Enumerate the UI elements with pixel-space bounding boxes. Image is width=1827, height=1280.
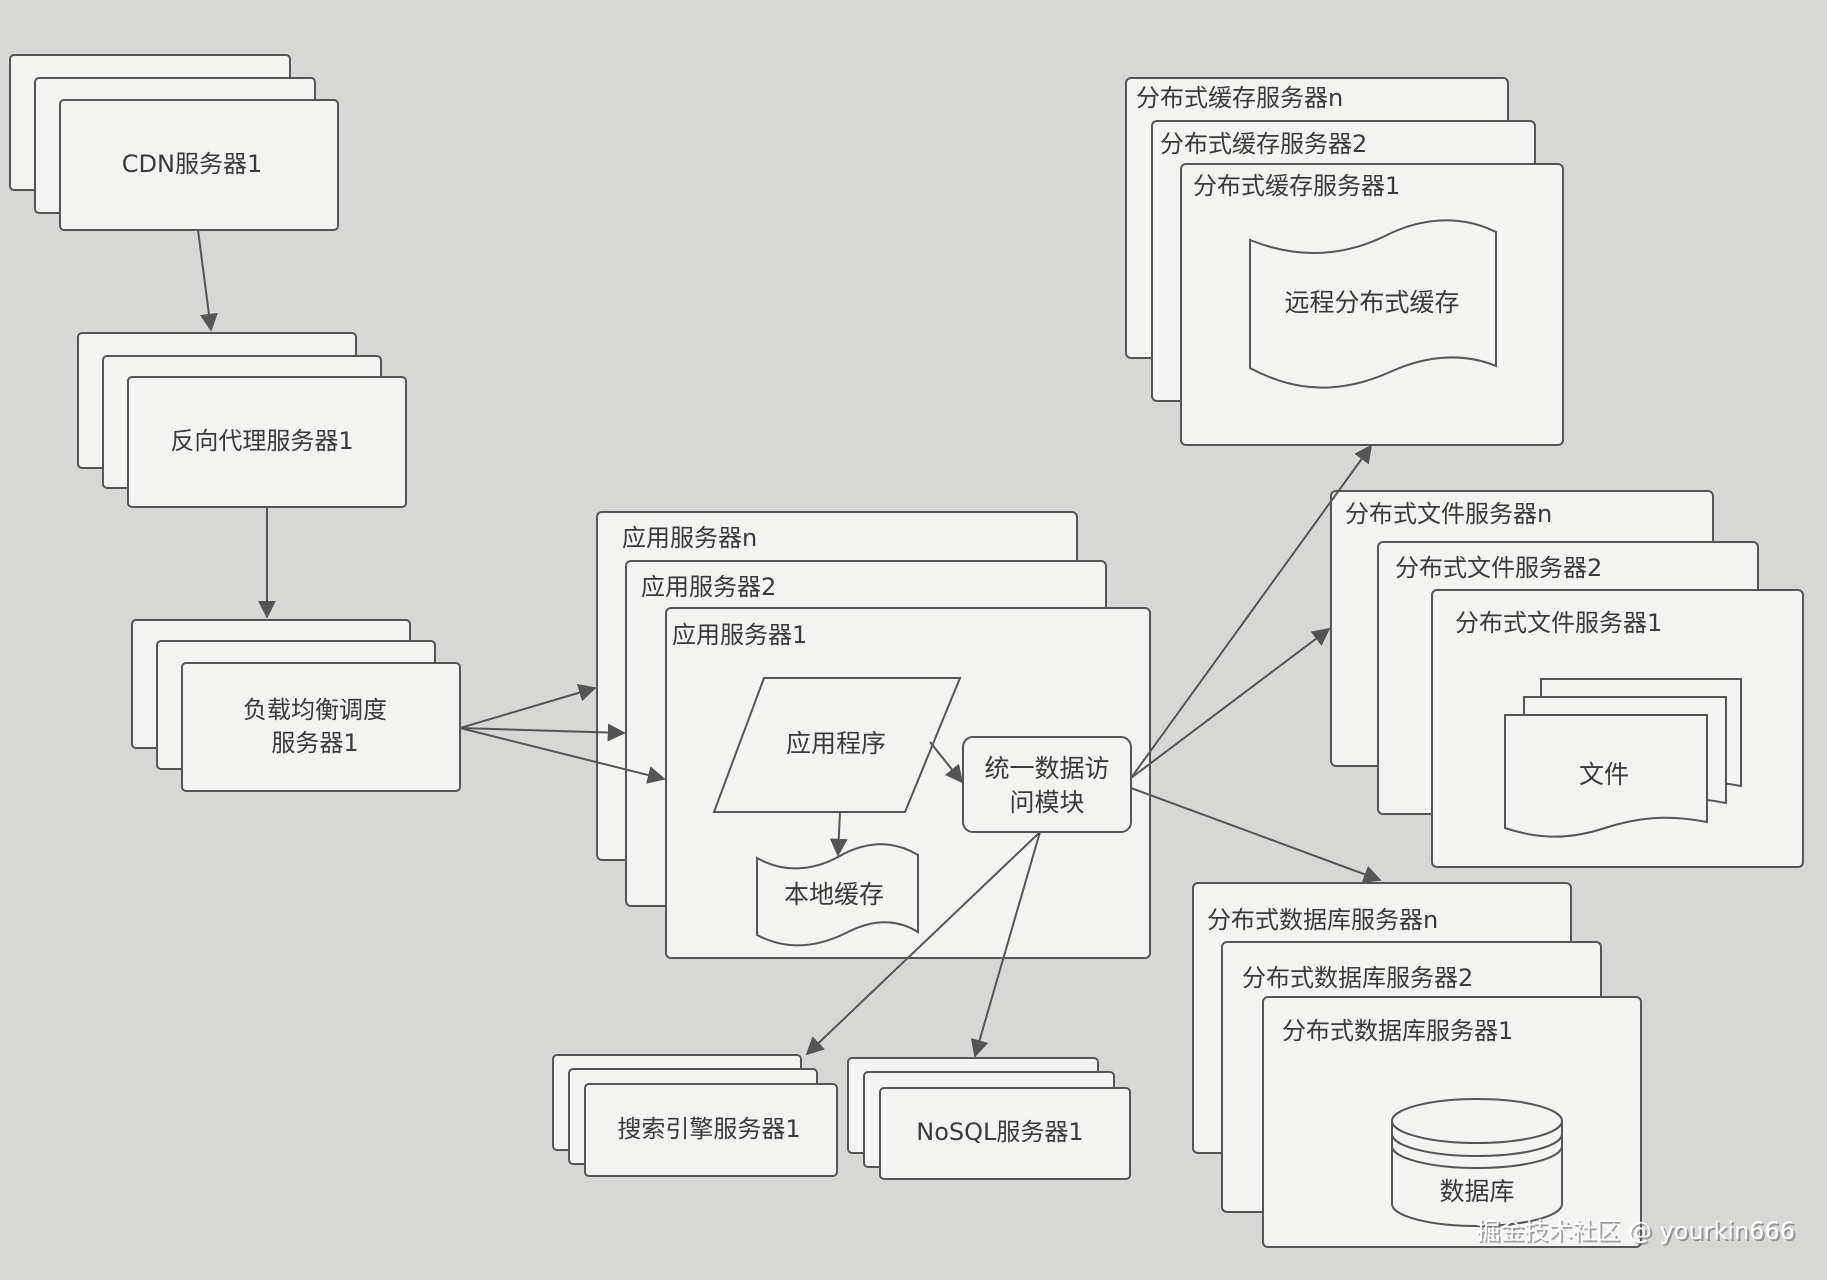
distributed-file-stack: 分布式文件服务器n 分布式文件服务器2 分布式文件服务器1 文件 [1330,490,1804,868]
cdn-server-label: CDN服务器1 [122,150,262,178]
cache-server-n-label: 分布式缓存服务器n [1136,84,1343,112]
edge-lb-to-app-1 [459,727,666,784]
database-cylinder-top [1391,1098,1563,1144]
cache-server-1-label: 分布式缓存服务器1 [1193,172,1400,200]
load-balancer-stack: 负载均衡调度 服务器1 [131,619,461,792]
app-server-1-label: 应用服务器1 [672,621,807,649]
edge-data-access-to-search [805,831,1041,1056]
database-cylinder-body [1391,1121,1563,1227]
edges [197,229,1382,1058]
cache-server-2-label: 分布式缓存服务器2 [1160,130,1367,158]
load-balancer-label-line1: 负载均衡调度 [243,696,387,724]
remote-cache-label: 远程分布式缓存 [1284,288,1459,317]
app-program-shape [712,677,962,813]
file-server-2-label: 分布式文件服务器2 [1395,554,1602,582]
data-access-label-line1: 统一数据访 [984,754,1109,783]
edge-data-access-to-nosql [970,831,1041,1058]
watermark-shadow: 掘金技术社区 @ yourkin666 [1478,1219,1797,1247]
reverse-proxy-stack: 反向代理服务器1 [77,332,407,508]
search-engine-stack: 搜索引擎服务器1 [552,1054,838,1177]
local-cache-label: 本地缓存 [784,880,884,909]
local-cache-shape [756,843,919,947]
load-balancer-label-line2: 服务器1 [271,729,358,757]
edge-data-access-to-cache [1130,444,1373,779]
edge-lb-to-app-2 [459,723,626,742]
file-server-1-label: 分布式文件服务器1 [1455,609,1662,637]
edge-app-to-local-cache [829,811,848,857]
app-server-2-label: 应用服务器2 [641,573,776,601]
distributed-database-stack: 分布式数据库服务器n 分布式数据库服务器2 分布式数据库服务器1 数据库 [1192,882,1642,1248]
file-doc-front [1504,714,1708,838]
edge-data-access-to-db [1130,787,1382,883]
app-program-label: 应用程序 [786,729,886,758]
db-server-2-label: 分布式数据库服务器2 [1242,964,1473,992]
nosql-stack: NoSQL服务器1 [847,1057,1131,1180]
remote-cache-shape [1249,219,1497,389]
edge-lb-to-app-n [459,683,597,729]
nosql-label: NoSQL服务器1 [916,1118,1083,1146]
distributed-cache-stack: 分布式缓存服务器n 分布式缓存服务器2 分布式缓存服务器1 远程分布式缓存 [1125,77,1564,446]
cdn-server-stack: CDN服务器1 [9,54,339,231]
db-server-n-label: 分布式数据库服务器n [1207,906,1438,934]
app-server-stack: 应用服务器n 应用服务器2 应用服务器1 应用程序 本地缓存 统一数据访 问模块 [596,511,1151,959]
file-server-n-label: 分布式文件服务器n [1345,500,1552,528]
edge-cdn-to-proxy [197,229,218,332]
database-label: 数据库 [1439,1177,1514,1206]
edge-data-access-to-file [1130,627,1331,779]
watermark: 掘金技术社区 @ yourkin666 [1476,1217,1795,1245]
edge-app-to-data-access [929,741,964,784]
reverse-proxy-label: 反向代理服务器1 [170,427,353,455]
data-access-module [962,736,1132,833]
file-label: 文件 [1579,760,1629,789]
search-engine-label: 搜索引擎服务器1 [617,1115,800,1143]
app-server-n-label: 应用服务器n [622,524,757,552]
data-access-label-line2: 问模块 [1009,788,1084,817]
db-server-1-label: 分布式数据库服务器1 [1282,1017,1513,1045]
